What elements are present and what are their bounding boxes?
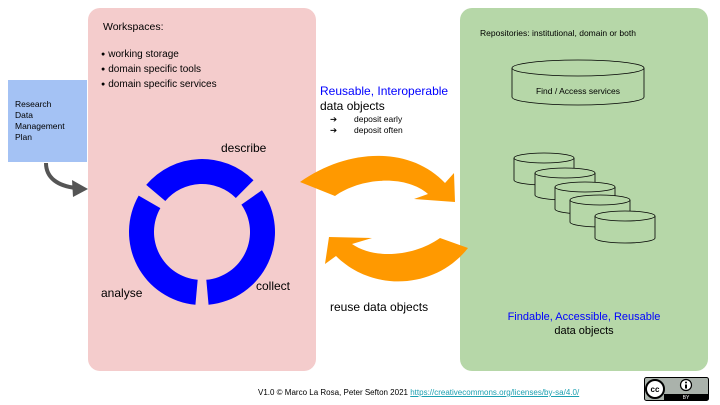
deposit-item: ➔ deposit often — [330, 125, 403, 136]
rdmp-label: Research Data Management Plan — [15, 99, 65, 143]
workspaces-title: Workspaces: — [103, 21, 164, 33]
rdmp-line: Data — [15, 110, 33, 120]
research-cycle-ring — [128, 159, 275, 305]
rdmp-to-workspace-arrow — [44, 162, 77, 190]
list-item: working storage — [101, 48, 217, 63]
cycle-label-describe: describe — [221, 141, 267, 155]
rdmp-line: Plan — [15, 132, 33, 142]
repository-cylinders — [513, 152, 656, 244]
deposit-arrow — [300, 155, 455, 202]
repositories-title: Repositories: institutional, domain or b… — [480, 28, 636, 38]
deposit-item-text: deposit early — [354, 114, 403, 124]
cycle-segment-analyse — [128, 195, 198, 305]
fair-subheading: data objects — [554, 325, 614, 337]
reuse-label: reuse data objects — [330, 300, 429, 314]
credit-text: V1.0 © Marco La Rosa, Peter Sefton 2021 — [258, 388, 408, 397]
cc-by-badge[interactable]: cc BY — [644, 377, 709, 401]
rdmp-line: Research — [15, 99, 52, 109]
workspaces-list: working storage domain specific tools do… — [101, 48, 217, 93]
find-access-label: Find / Access services — [535, 86, 621, 96]
cycle-label-collect: collect — [256, 279, 291, 293]
deposit-subheading: data objects — [320, 99, 385, 113]
license-link[interactable]: https://creativecommons.org/licenses/by-… — [410, 388, 580, 397]
cycle-label-analyse: analyse — [101, 286, 143, 300]
cycle-segment-describe — [146, 159, 254, 202]
right-arrow-icon: ➔ — [330, 125, 338, 135]
deposit-item: ➔ deposit early — [330, 114, 402, 125]
cc-icon — [645, 379, 665, 399]
list-item: domain specific services — [101, 78, 216, 93]
cc-text: cc — [651, 385, 660, 394]
by-text: BY — [683, 395, 690, 401]
rdmp-line: Management — [15, 121, 65, 131]
fair-heading: Findable, Accessible, Reusable — [507, 311, 661, 323]
right-arrow-icon: ➔ — [330, 114, 338, 124]
rdmp-arrowhead — [72, 180, 88, 197]
rdmp-box — [8, 80, 87, 162]
deposit-heading: Reusable, Interoperable — [320, 84, 449, 98]
footer: V1.0 © Marco La Rosa, Peter Sefton 2021 … — [258, 388, 579, 397]
cycle-segment-collect — [206, 190, 275, 305]
reuse-arrow — [325, 237, 468, 282]
deposit-item-text: deposit often — [354, 125, 403, 135]
repository-cylinder — [594, 210, 656, 244]
list-item: domain specific tools — [101, 63, 217, 78]
find-access-cylinder — [511, 59, 645, 106]
